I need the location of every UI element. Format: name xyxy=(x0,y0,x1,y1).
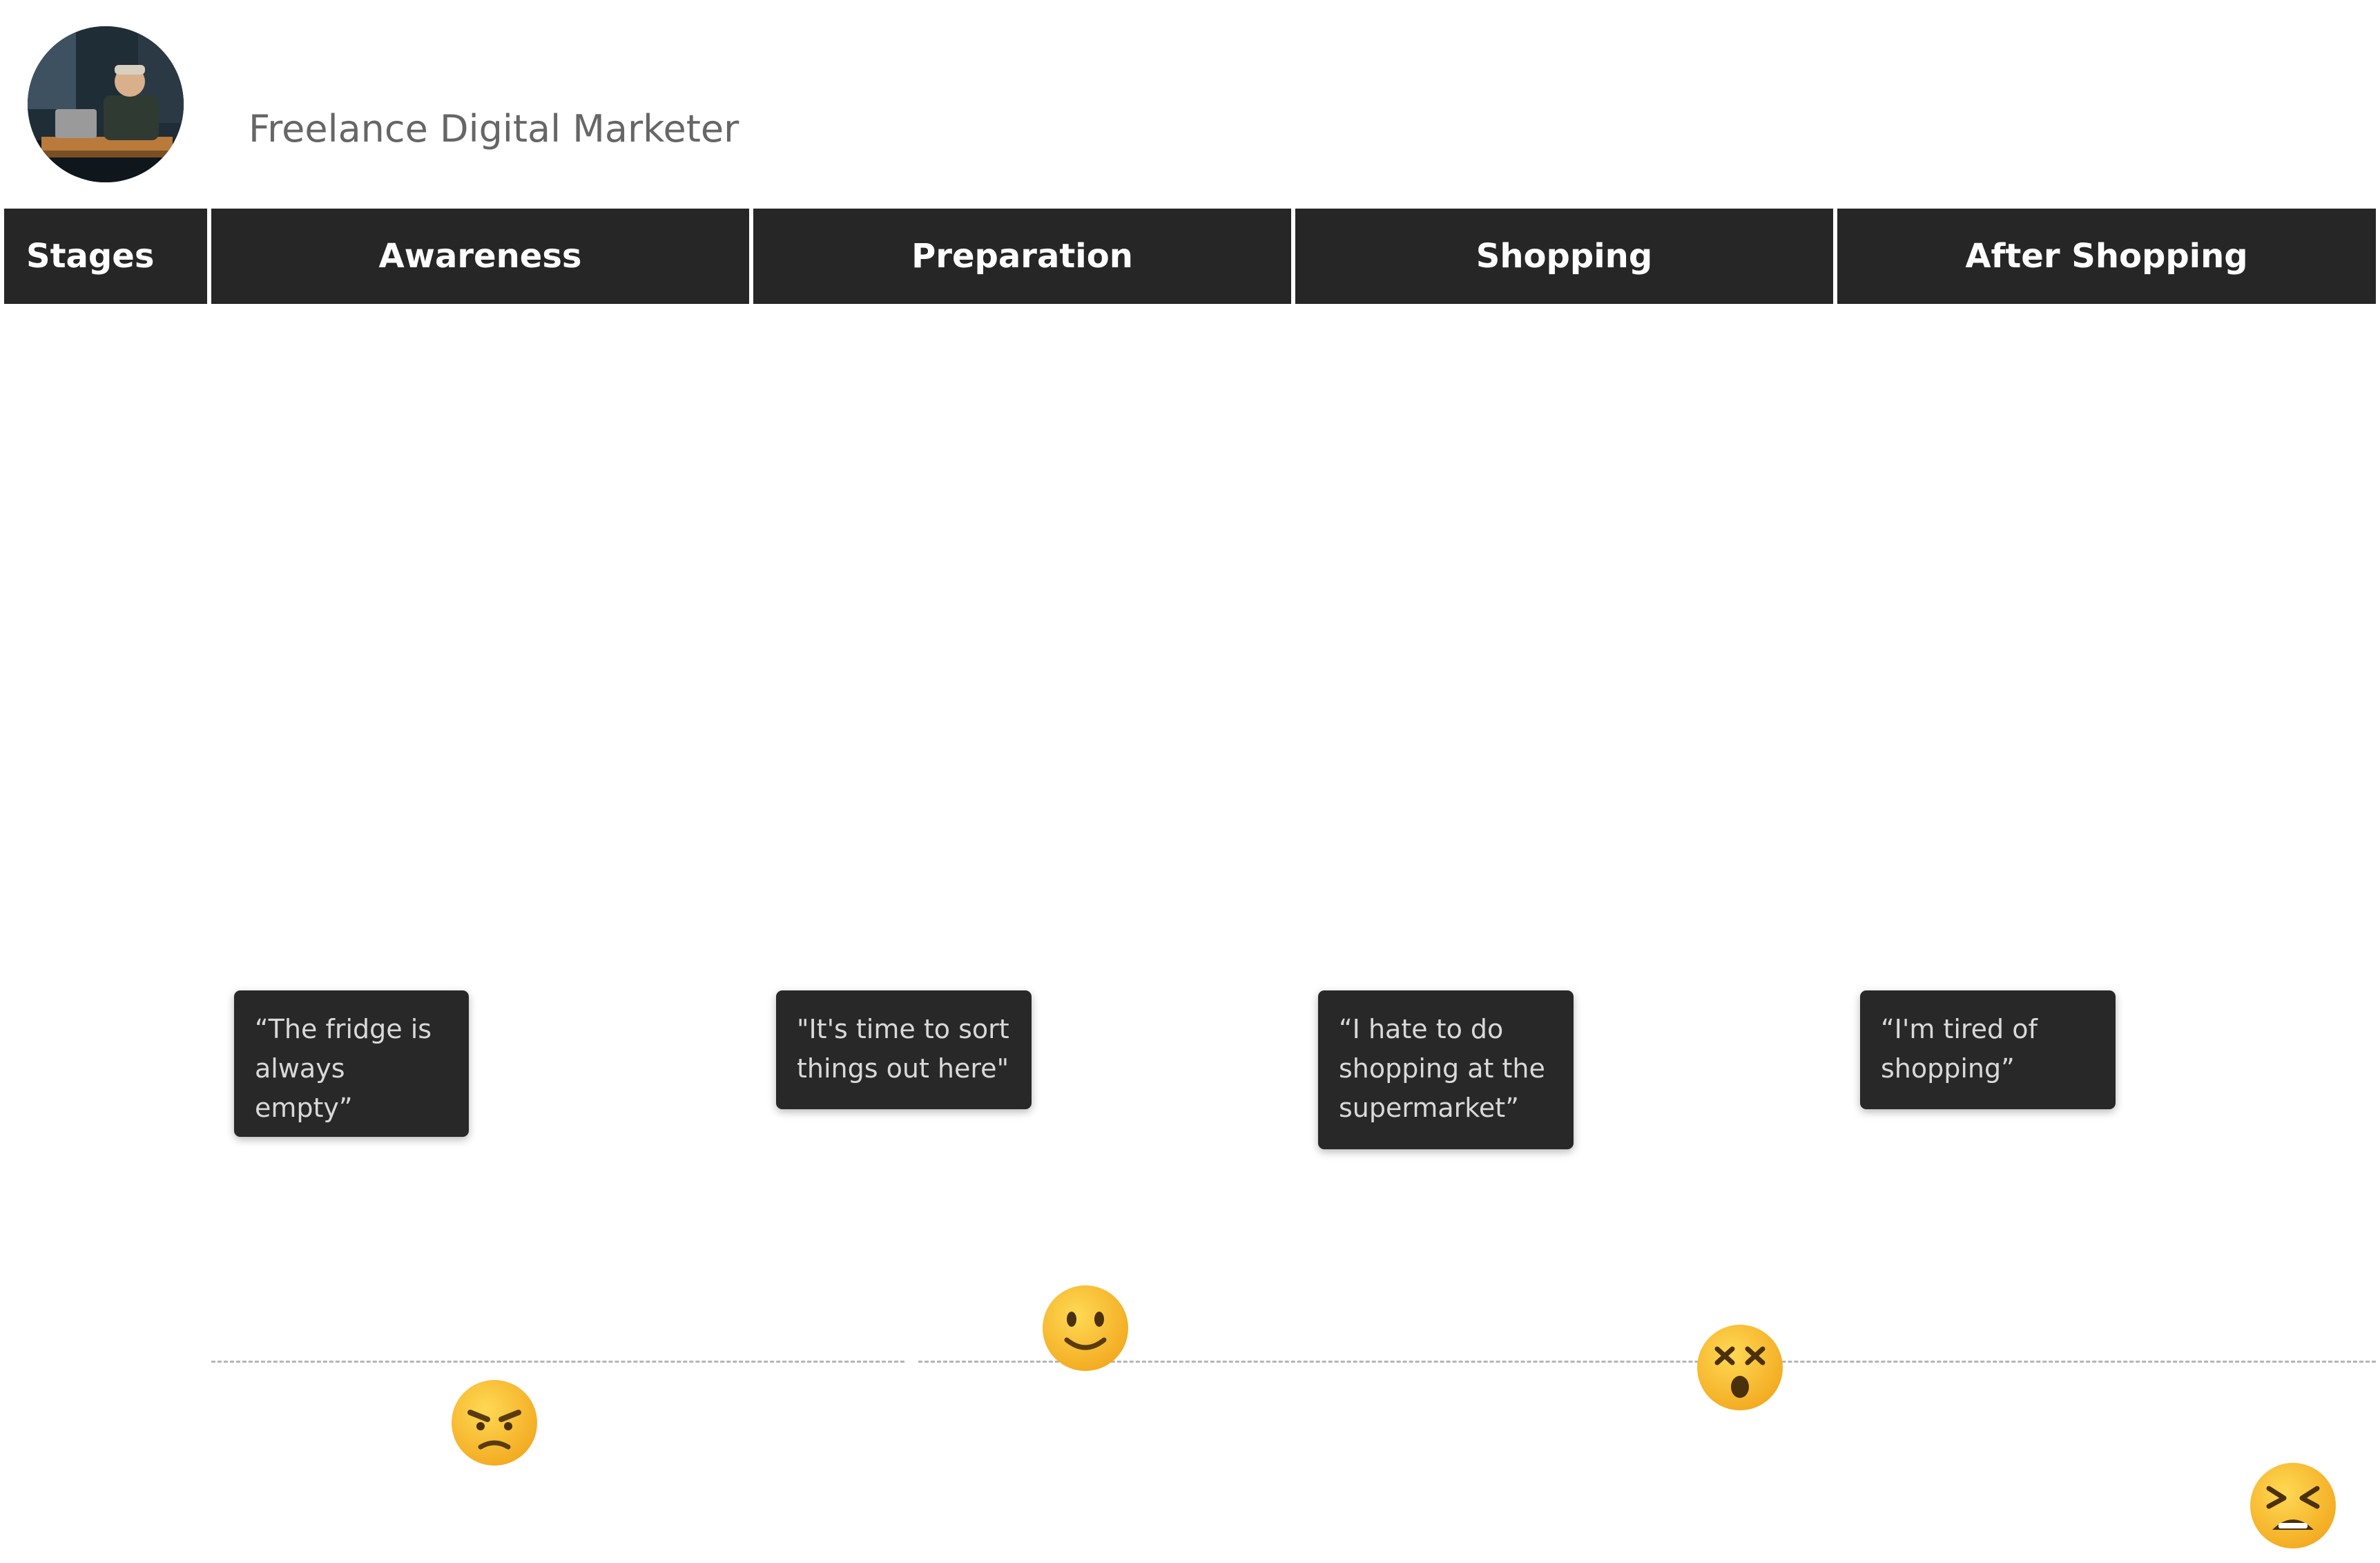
person-at-laptop-photo xyxy=(28,26,184,182)
tired-face-icon xyxy=(2250,1463,2336,1548)
quote-card-shopping: “I hate to do shopping at the supermarke… xyxy=(1318,990,1574,1149)
quote-card-awareness: “The fridge is always empty” xyxy=(234,990,469,1137)
slightly-smiling-face-icon xyxy=(1043,1285,1128,1371)
persona-title: Freelance Digital Marketer xyxy=(249,107,739,151)
stages-header: Stages xyxy=(4,209,207,304)
quote-card-preparation: "It's time to sort things out here" xyxy=(776,990,1032,1109)
stage-header-shopping: Shopping xyxy=(1295,209,1833,304)
stage-header-awareness: Awareness xyxy=(211,209,749,304)
stage-header-preparation: Preparation xyxy=(753,209,1291,304)
quote-card-after-shopping: “I'm tired of shopping” xyxy=(1860,990,2116,1109)
emotion-baseline-segment xyxy=(918,1361,2376,1363)
dizzy-face-icon xyxy=(1697,1325,1783,1410)
emotion-baseline-segment xyxy=(211,1361,904,1363)
persona-avatar xyxy=(28,26,184,182)
angry-face-icon xyxy=(452,1380,537,1466)
stage-header-after-shopping: After Shopping xyxy=(1837,209,2376,304)
